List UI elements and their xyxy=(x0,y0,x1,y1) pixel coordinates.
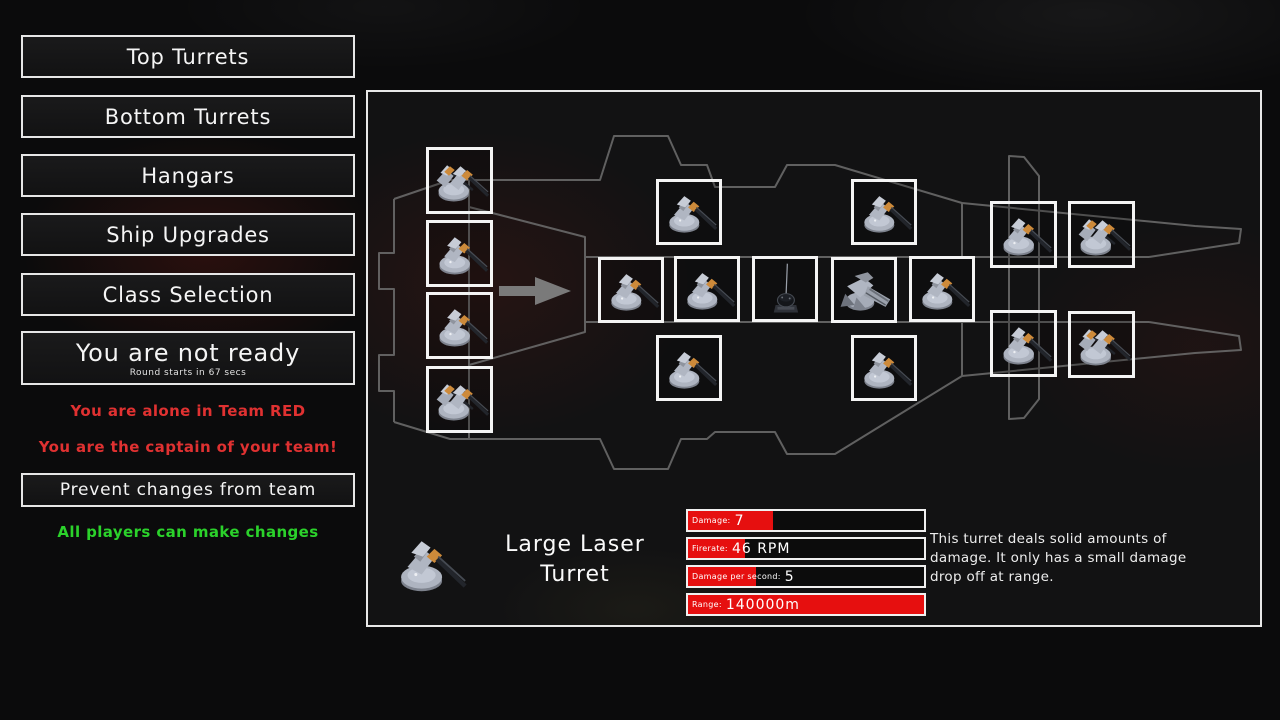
turret-slot-bottom-mid-2[interactable] xyxy=(851,335,917,401)
bottom-turrets-button[interactable]: Bottom Turrets xyxy=(21,95,355,138)
stat-label-damage-per-second: Damage per second: xyxy=(692,572,781,581)
stat-value-damage: 7 xyxy=(734,512,745,529)
stat-value-range: 140000m xyxy=(725,596,800,613)
turret-slot-right-top-1[interactable] xyxy=(990,201,1057,268)
antenna-turret-icon xyxy=(755,259,815,319)
ready-state-label: You are not ready xyxy=(75,338,301,367)
laser-single-turret-icon xyxy=(854,182,914,242)
laser-single-turret-icon xyxy=(429,223,490,284)
selected-turret-description: This turret deals solid amounts of damag… xyxy=(930,531,1187,586)
turret-slot-bottom-mid-1[interactable] xyxy=(656,335,722,401)
top-turrets-button[interactable]: Top Turrets xyxy=(21,35,355,78)
stat-bar-damage: Damage:7 xyxy=(686,509,926,532)
turret-slot-top-mid-1[interactable] xyxy=(656,179,722,245)
stat-label-damage: Damage: xyxy=(692,516,731,525)
laser-single-turret-icon xyxy=(912,259,972,319)
stat-label-range: Range: xyxy=(692,600,722,609)
turret-slot-mid-5[interactable] xyxy=(909,256,975,322)
permissions-status-text: All players can make changes xyxy=(57,523,319,541)
turret-slot-mid-4[interactable] xyxy=(831,257,897,323)
hangars-label: Hangars xyxy=(141,163,235,188)
prevent-changes-label: Prevent changes from team xyxy=(59,480,317,500)
hangars-button[interactable]: Hangars xyxy=(21,154,355,197)
ship-upgrades-label: Ship Upgrades xyxy=(106,222,270,247)
ready-toggle-button[interactable]: You are not ready Round starts in 67 sec… xyxy=(21,331,355,385)
stat-value-damage-per-second: 5 xyxy=(784,568,795,585)
class-selection-button[interactable]: Class Selection xyxy=(21,273,355,316)
stat-bar-firerate: Firerate:46 RPM xyxy=(686,537,926,560)
prevent-changes-button[interactable]: Prevent changes from team xyxy=(21,473,355,507)
laser-double-turret-icon xyxy=(429,369,490,430)
round-countdown: Round starts in 67 secs xyxy=(129,367,247,378)
laser-double-turret-icon xyxy=(1071,204,1132,265)
selected-turret-icon xyxy=(384,522,472,604)
ship-upgrades-button[interactable]: Ship Upgrades xyxy=(21,213,355,256)
laser-single-turret-icon xyxy=(993,313,1054,374)
turret-slot-right-bot-1[interactable] xyxy=(990,310,1057,377)
turret-slot-right-bot-2[interactable] xyxy=(1068,311,1135,378)
turret-slot-left-4[interactable] xyxy=(426,366,493,433)
stat-label-firerate: Firerate: xyxy=(692,544,728,553)
laser-single-turret-icon xyxy=(659,338,719,398)
turret-slot-mid-1[interactable] xyxy=(598,257,664,323)
turret-slot-left-2[interactable] xyxy=(426,220,493,287)
captain-status-text: You are the captain of your team! xyxy=(38,438,338,456)
ship-slot-layer xyxy=(368,92,1260,625)
laser-single-turret-icon xyxy=(677,259,737,319)
selected-turret-name: Large Laser Turret xyxy=(505,532,645,587)
stat-value-firerate: 46 RPM xyxy=(731,540,791,557)
stat-bar-damage-per-second: Damage per second:5 xyxy=(686,565,926,588)
flak-turret-icon xyxy=(834,260,894,320)
top-turrets-label: Top Turrets xyxy=(126,44,250,69)
bottom-turrets-label: Bottom Turrets xyxy=(104,104,272,129)
laser-single-turret-icon xyxy=(601,260,661,320)
laser-double-turret-icon xyxy=(429,150,490,211)
stat-bar-range: Range:140000m xyxy=(686,593,926,616)
team-status-text: You are alone in Team RED xyxy=(70,402,306,420)
turret-slot-left-1[interactable] xyxy=(426,147,493,214)
laser-double-turret-icon xyxy=(1071,314,1132,375)
laser-single-turret-icon xyxy=(854,338,914,398)
turret-slot-right-top-2[interactable] xyxy=(1068,201,1135,268)
laser-single-turret-icon xyxy=(659,182,719,242)
turret-slot-left-3[interactable] xyxy=(426,292,493,359)
laser-single-turret-icon xyxy=(429,295,490,356)
class-selection-label: Class Selection xyxy=(102,282,274,307)
laser-single-turret-icon xyxy=(993,204,1054,265)
turret-slot-top-mid-2[interactable] xyxy=(851,179,917,245)
turret-slot-mid-2[interactable] xyxy=(674,256,740,322)
turret-slot-mid-3[interactable] xyxy=(752,256,818,322)
